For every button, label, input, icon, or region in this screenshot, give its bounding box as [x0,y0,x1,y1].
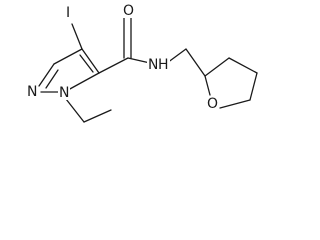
chemical-structure: I O N N N H O [0,0,274,140]
bond-methyl-end [83,109,112,123]
bond-c3-n2-outer [38,63,55,87]
pyrazole-n2-label: N [26,84,39,100]
bond-c4-i [71,23,83,50]
bond-carbonyl-n [127,57,151,64]
bond-ch2-c2 [185,48,206,77]
bond-c5-carbonyl [98,57,129,74]
pyrazole-n1-label: N [58,85,71,101]
bond-o-c5 [219,99,251,109]
bond-c3-n2-inner [45,69,59,89]
bond-c2-o [204,75,211,96]
bond-skeleton [38,17,258,123]
amide-hydrogen-label: H [157,57,170,73]
bond-c5-c4 [249,72,258,101]
bond-n1-c5 [67,72,100,91]
bond-n-ch2 [166,48,187,64]
bond-c4-c3 [53,48,83,65]
bond-n1-methyl [65,98,85,123]
bond-c3-c2 [204,57,230,77]
carbonyl-oxygen-label: O [122,3,136,19]
amide-nitrogen-label: N [147,57,160,73]
bond-c4-c3 [228,57,258,74]
iodine-atom-label: I [65,5,72,21]
bond-c5-c4-outer [81,48,100,74]
bond-c5-c4-inner [79,54,94,73]
ring-oxygen-label: O [206,96,220,112]
